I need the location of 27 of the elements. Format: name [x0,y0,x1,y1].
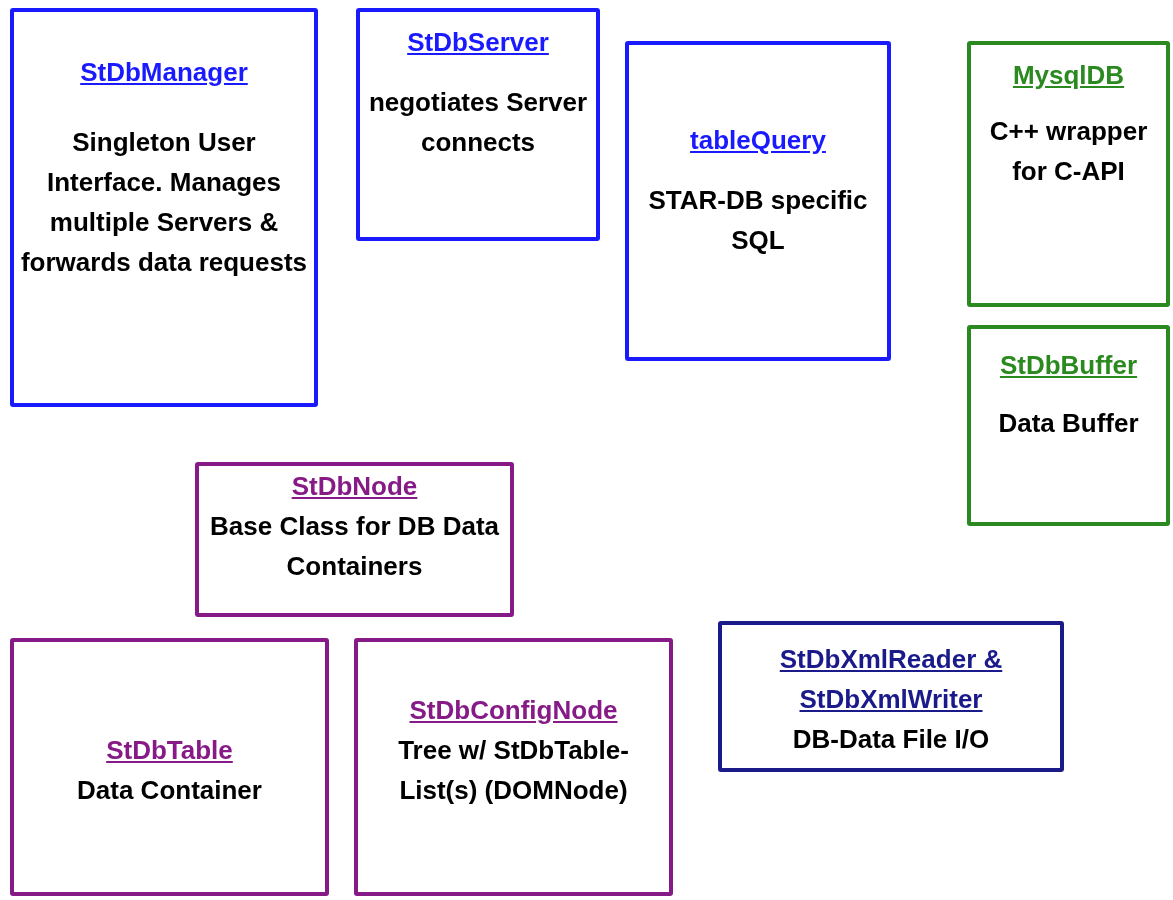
class-name: tableQuery [690,124,826,157]
class-name: MysqlDB [1012,59,1125,92]
class-box [967,41,1170,307]
class-name: StDbConfigNode [409,694,618,727]
class-description: negotiates Server connects [367,86,589,159]
class-name: StDbXmlReader & StDbXmlWriter [778,643,1004,716]
class-box [10,8,318,407]
class-name: StDbServer [407,26,549,59]
class-description: Data Container [77,774,262,807]
class-box [356,8,600,241]
class-description: Tree w/ StDbTable-List(s) (DOMNode) [397,734,630,807]
class-description: STAR-DB specific SQL [647,184,869,257]
class-name: StDbTable [106,734,233,767]
class-box [195,462,514,617]
class-box [967,325,1170,526]
class-description: Base Class for DB Data Containers [209,510,500,583]
class-box [10,638,329,896]
class-box [354,638,673,896]
class-description: C++ wrapper for C-API [988,115,1149,188]
class-description: DB-Data File I/O [792,723,990,756]
class-description: Singleton User Interface. Manages multiple Servers & forwards data requests [20,126,308,279]
class-name: StDbNode [291,470,418,503]
class-box [625,41,891,361]
class-description: Data Buffer [998,407,1139,440]
class-name: StDbBuffer [999,349,1138,382]
class-name: StDbManager [80,56,248,89]
class-box [718,621,1064,772]
